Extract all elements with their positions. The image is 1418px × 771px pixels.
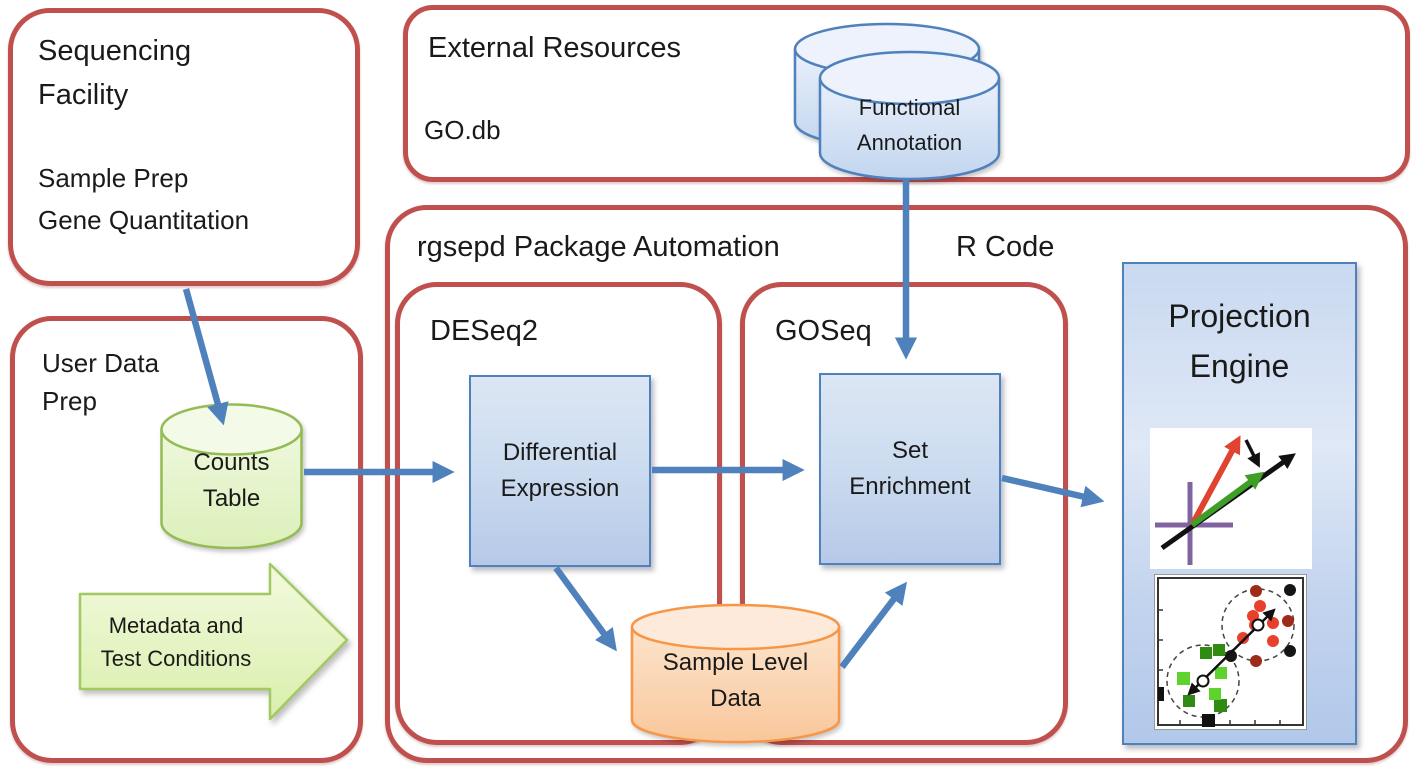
r-code-label: R Code: [956, 231, 1055, 263]
set-enrichment-box: Set Enrichment: [819, 373, 1001, 565]
red-vector-arrow: [1189, 435, 1241, 527]
user-data-prep-title: User Data Prep: [42, 348, 160, 416]
sample-level-data-database: Sample Level Data: [630, 603, 841, 744]
projection-engine-box: Projection Engine: [1122, 262, 1357, 745]
functional-annotation-database: Functional Annotation: [818, 50, 1001, 181]
differential-expression-label: Differential Expression: [500, 439, 620, 502]
deseq2-title: DESeq2: [430, 315, 539, 347]
external-resources-godb-label: GO.db: [424, 115, 501, 145]
functional-annotation-label: Functional Annotation: [856, 95, 963, 156]
black-square-edge: [1158, 687, 1164, 701]
sequencing-facility-title: Sequencing Facility: [38, 35, 192, 111]
set-enrichment-label: Set Enrichment: [849, 437, 971, 500]
sample-level-data-label: Sample Level Data: [662, 649, 809, 712]
external-resources-title: External Resources: [428, 32, 682, 64]
rgsepd-title: rgsepd Package Automation: [417, 231, 780, 263]
counts-table-database: Counts Table: [160, 403, 303, 549]
cluster-scatter-thumbnail: [1154, 574, 1307, 730]
green-vector-arrow: [1190, 471, 1265, 528]
vector-projection-thumbnail: [1150, 428, 1312, 569]
metadata-conditions-label: Metadata and Test Conditions: [100, 613, 252, 671]
goseq-title: GOSeq: [775, 315, 872, 347]
centroid-red: [1251, 618, 1265, 632]
counts-table-label: Counts Table: [193, 449, 270, 512]
black-square-bottom: [1202, 714, 1215, 727]
sequencing-facility-body: Sample Prep Gene Quantitation: [38, 163, 250, 235]
centroid-green: [1196, 674, 1210, 688]
projection-drop-arrow: [1244, 439, 1260, 468]
group-sequencing-facility: Sequencing Facility Sample Prep Gene Qua…: [8, 8, 360, 286]
projection-engine-title: Projection Engine: [1168, 298, 1311, 384]
differential-expression-box: Differential Expression: [469, 375, 651, 567]
metadata-block-arrow: Metadata and Test Conditions: [78, 561, 350, 723]
